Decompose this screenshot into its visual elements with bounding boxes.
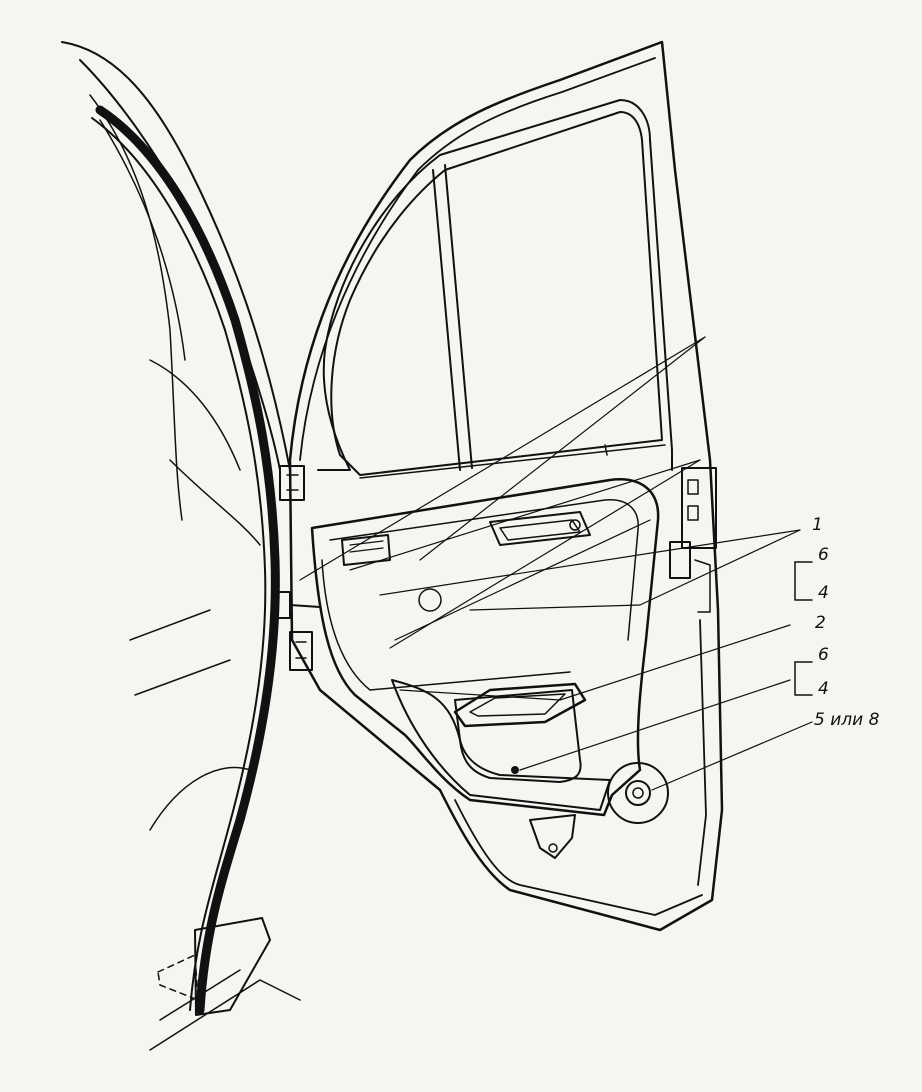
door-seal: [95, 105, 280, 1015]
door-latch: [669, 467, 717, 613]
lower-bracket: [529, 814, 576, 859]
door-hinge-upper: [279, 465, 305, 501]
callout-2: 2: [815, 613, 826, 633]
callout-brackets: [794, 561, 813, 696]
callout-6-lower: 6: [818, 645, 829, 665]
callout-4-lower: 4: [818, 679, 829, 699]
trim-hole: [418, 588, 442, 612]
trim-fastener: [607, 762, 669, 824]
vehicle-body: [61, 41, 301, 1051]
pocket-screw: [511, 766, 519, 774]
callout-4-upper: 4: [818, 583, 829, 603]
callout-6-upper: 6: [818, 545, 829, 565]
door-pocket: [391, 679, 611, 811]
armrest-handle: [453, 682, 587, 728]
callout-5-or-8: 5 или 8: [814, 710, 880, 730]
leader-lines: [299, 336, 813, 791]
door-hinge-lower: [289, 631, 313, 671]
door-window: [317, 99, 673, 479]
door-trim-panel: [310, 478, 660, 817]
inner-door-handle: [489, 511, 591, 546]
callout-1: 1: [812, 515, 823, 535]
sill-step: [157, 917, 271, 1016]
door-check-strap: [273, 591, 321, 619]
